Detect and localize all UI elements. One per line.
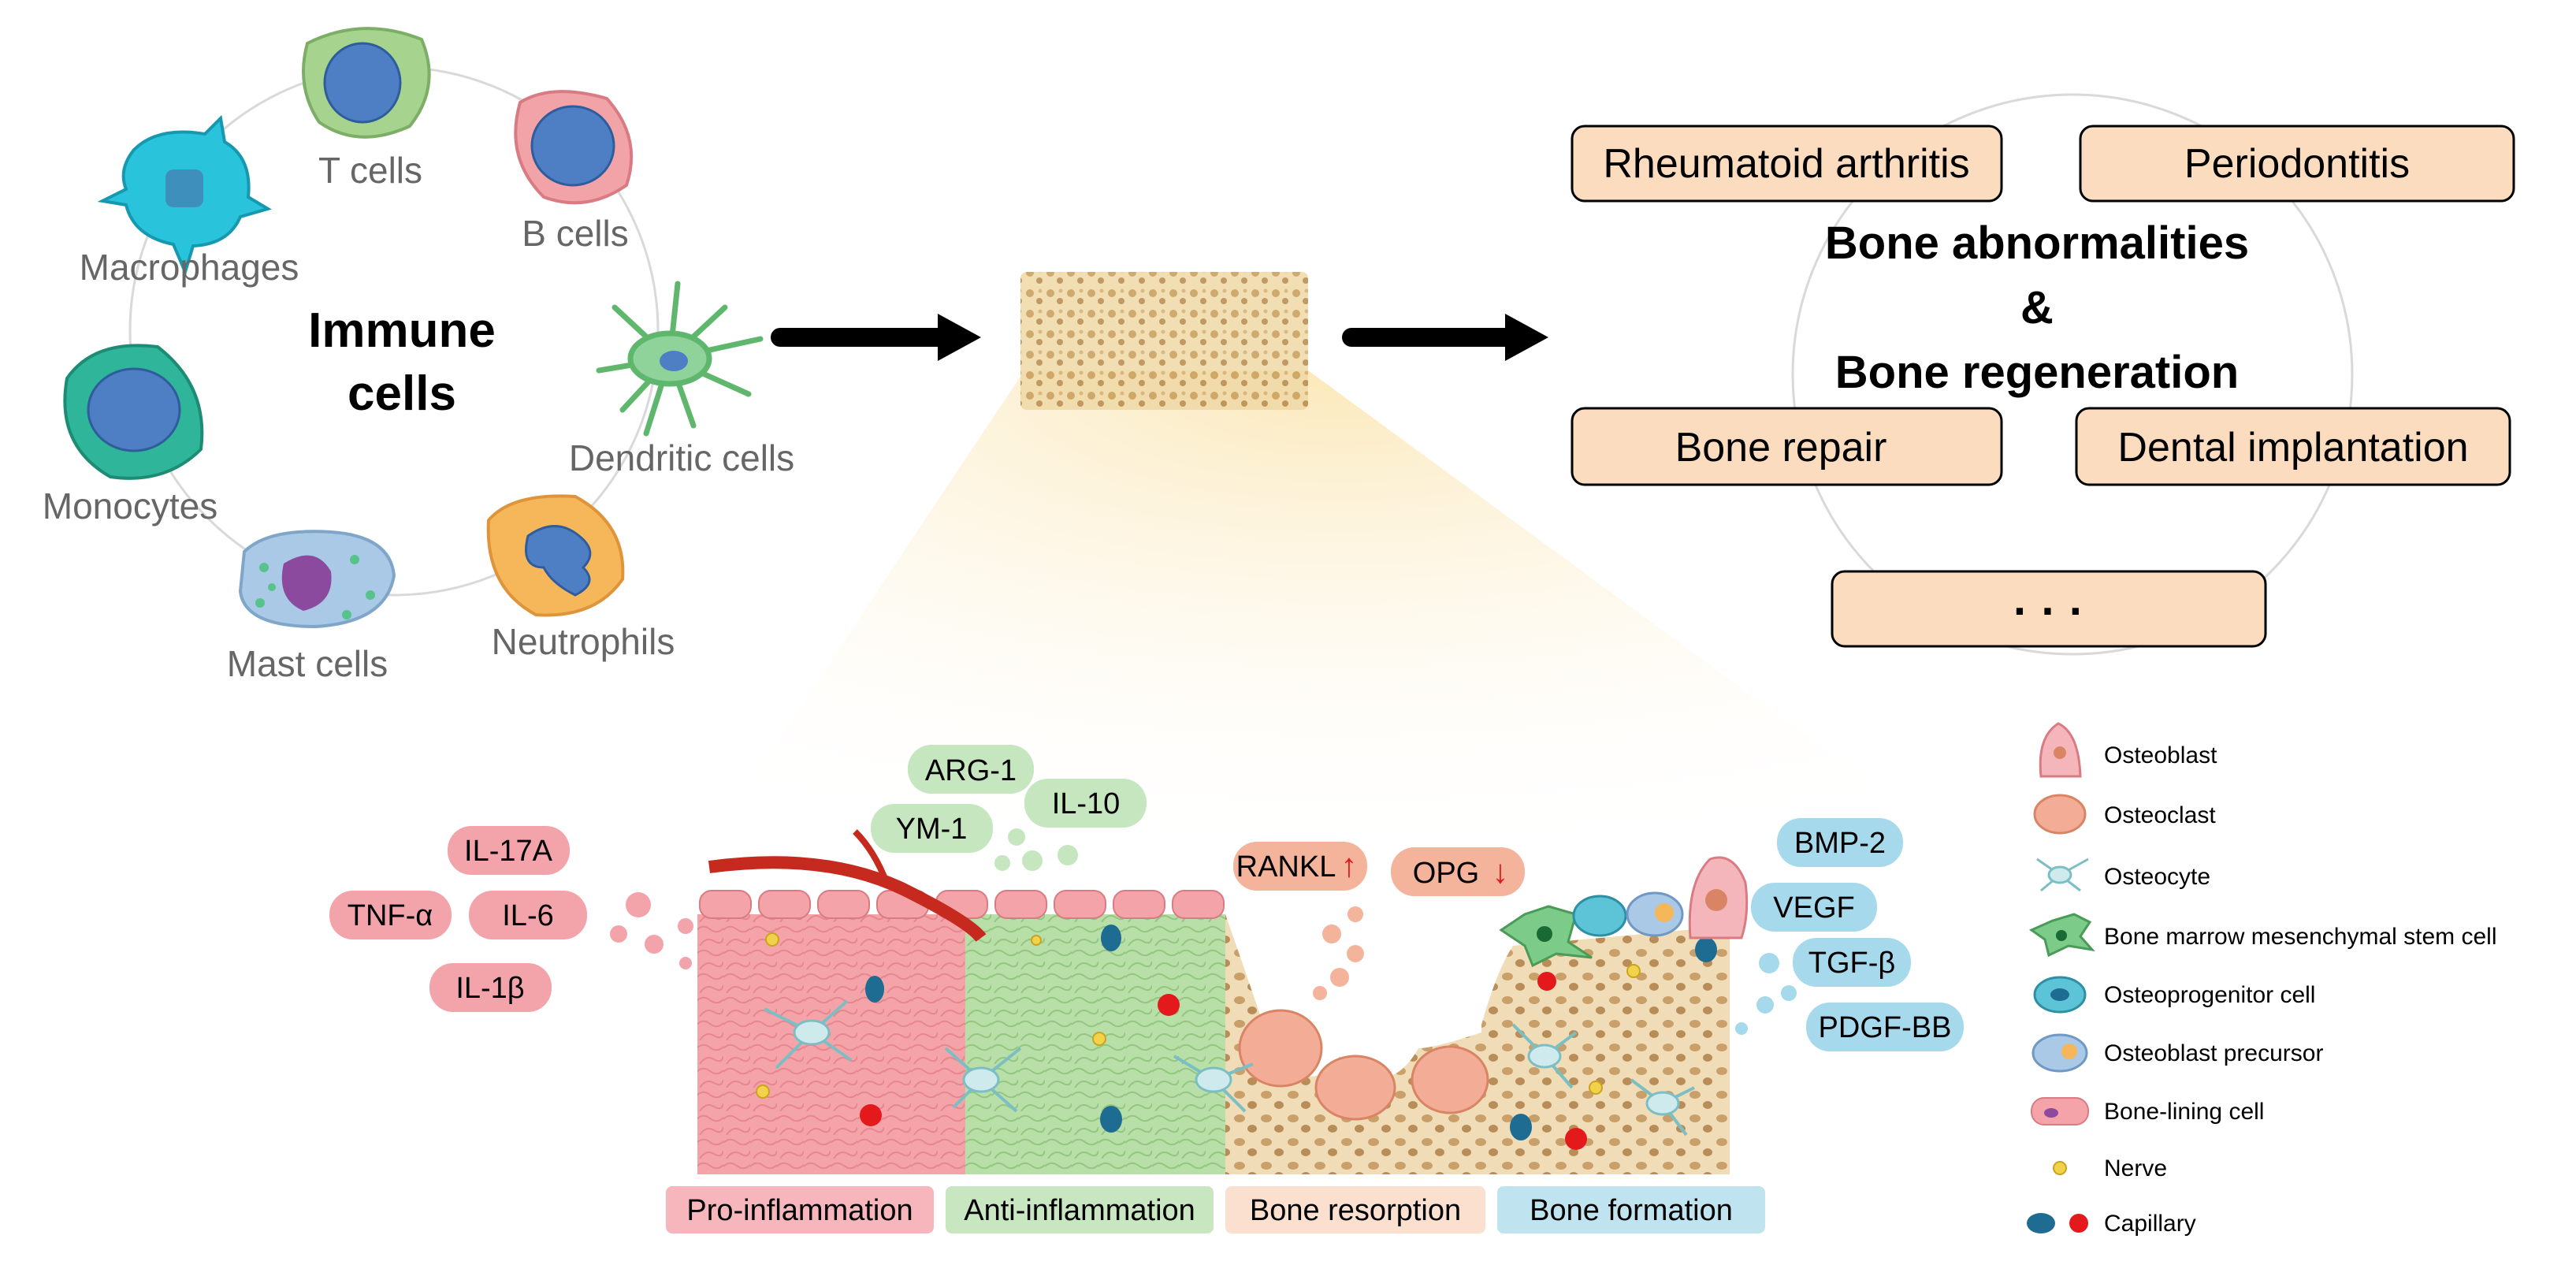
nerve-dots <box>756 932 1641 1099</box>
bone-tissue-section: Pro-inflammation Anti-inflammation Bone … <box>666 829 1765 1233</box>
legend-osteocyte-icon <box>2036 858 2089 892</box>
outcomes-panel: Bone abnormalities & Bone regeneration R… <box>1571 93 2515 656</box>
legend-osteoblast-label: Osteoblast <box>2104 742 2217 768</box>
dendritic-cell-icon <box>596 281 764 437</box>
cytokine-vegf: VEGF <box>1773 891 1854 925</box>
pro-inflammation-zone <box>697 914 965 1174</box>
rankl-up-arrow: ↑ <box>1341 846 1358 884</box>
legend-osteocyte-label: Osteocyte <box>2104 864 2210 890</box>
t-cell-icon <box>302 27 431 139</box>
bone-scaffold-icon <box>1020 272 1308 410</box>
scaffold-glow <box>693 370 1986 867</box>
zone-label-pro: Pro-inflammation <box>686 1194 913 1227</box>
zone-label-anti: Anti-inflammation <box>964 1194 1195 1227</box>
blood-vessel-branch-icon <box>853 829 890 884</box>
legend-capillary-label: Capillary <box>2104 1211 2196 1237</box>
mast-cell-icon <box>238 530 396 629</box>
osteoclast-cells <box>1238 1009 1489 1121</box>
zone-label-formation: Bone formation <box>1530 1194 1733 1227</box>
legend-nerve-icon <box>2053 1161 2067 1175</box>
zone-label-box-formation <box>1497 1186 1765 1233</box>
cytokine-tnfa: TNF-α <box>348 899 433 932</box>
legend-bone-lining-label: Bone-lining cell <box>2104 1099 2264 1125</box>
pro-cytokines: IL-17A TNF-α IL-6 IL-1β <box>329 826 693 1012</box>
cytokine-rankl: RANKL <box>1236 850 1336 884</box>
legend-capillary-icon <box>2027 1213 2088 1233</box>
monocyte-icon <box>63 344 204 480</box>
osteoblast-precursor-cell-icon <box>1626 891 1684 937</box>
outcome-rheumatoid-label: Rheumatoid arthritis <box>1603 141 1969 187</box>
outcome-box-bone-repair <box>1571 407 2003 486</box>
outcome-box-dental <box>2075 407 2511 486</box>
anti-cytokines: ARG-1 IL-10 YM-1 <box>871 745 1147 871</box>
b-cells-label: B cells <box>522 213 628 254</box>
outcome-periodontitis-label: Periodontitis <box>2184 141 2410 187</box>
immune-title-line1: Immune <box>308 303 496 358</box>
outcome-box-more <box>1831 570 2267 648</box>
t-cells-label: T cells <box>318 150 422 191</box>
zone-label-resorption: Bone resorption <box>1250 1194 1461 1227</box>
outcome-box-periodontitis <box>2079 125 2515 203</box>
outcomes-title-line1: Bone abnormalities <box>1825 218 2249 269</box>
bone-lining-cells <box>699 890 1225 919</box>
zone-label-box-resorption <box>1225 1186 1485 1233</box>
cytokine-opg: OPG <box>1413 857 1479 890</box>
bone-resorption-zone <box>1225 914 1481 1174</box>
immune-title-line2: cells <box>348 366 456 421</box>
outcome-dental-label: Dental implantation <box>2117 425 2468 471</box>
legend-osteoblast-precursor-label: Osteoblast precursor <box>2104 1040 2323 1066</box>
outcomes-title-line2: & <box>2020 282 2054 333</box>
cytokine-arg1: ARG-1 <box>925 754 1017 787</box>
outcomes-title-line3: Bone regeneration <box>1835 347 2239 398</box>
cytokine-ym1: YM-1 <box>896 813 968 846</box>
legend-nerve-label: Nerve <box>2104 1155 2167 1181</box>
legend: Osteoblast Osteoclast Osteocyte Bone mar… <box>2027 722 2497 1237</box>
outcome-box-rheumatoid <box>1571 125 2003 203</box>
legend-osteoblast-precursor-icon <box>2031 1033 2088 1073</box>
arrow-to-scaffold-icon <box>771 314 981 361</box>
cytokine-il10: IL-10 <box>1052 787 1121 820</box>
zone-label-box-pro <box>666 1186 934 1233</box>
opg-down-arrow: ↓ <box>1492 853 1509 890</box>
legend-bone-lining-icon <box>2031 1097 2089 1125</box>
osteoprogenitor-cell-icon <box>1572 895 1627 937</box>
b-cell-icon <box>514 90 634 205</box>
capillary-dots <box>860 925 1717 1150</box>
mast-cells-label: Mast cells <box>227 643 388 684</box>
outcome-bone-repair-label: Bone repair <box>1675 425 1887 471</box>
monocytes-label: Monocytes <box>43 486 217 526</box>
legend-osteoprogenitor-label: Osteoprogenitor cell <box>2104 982 2315 1008</box>
cytokine-pdgfbb: PDGF-BB <box>1819 1011 1952 1044</box>
bmsc-cell-icon <box>1499 905 1593 968</box>
legend-osteoclast-label: Osteoclast <box>2104 802 2216 828</box>
cytokine-bmp2: BMP-2 <box>1794 827 1886 860</box>
legend-bmsc-label: Bone marrow mesenchymal stem cell <box>2104 924 2497 950</box>
formation-cytokines: BMP-2 VEGF TGF-β PDGF-BB <box>1735 818 1964 1051</box>
immune-cells-ring: Immune cells T cells B cells Dendritic c… <box>43 27 794 684</box>
dendritic-cells-label: Dendritic cells <box>569 437 794 478</box>
cytokine-il6: IL-6 <box>502 899 553 932</box>
osteocyte-bodies <box>793 1019 1680 1116</box>
arrow-to-outcomes-icon <box>1342 314 1548 361</box>
zone-label-box-anti <box>946 1186 1214 1233</box>
neutrophils-label: Neutrophils <box>492 621 675 662</box>
cytokine-il1b: IL-1β <box>455 972 524 1005</box>
cytokine-il17a: IL-17A <box>464 835 553 868</box>
cytokine-tgfb: TGF-β <box>1808 947 1896 980</box>
outcome-more-label: · · · <box>2013 586 2084 637</box>
legend-bmsc-icon <box>2028 913 2095 958</box>
neutrophil-icon <box>486 494 625 617</box>
resorption-cytokines: RANKL ↑ OPG ↓ <box>1233 842 1525 1000</box>
macrophage-icon <box>97 114 272 277</box>
macrophages-label: Macrophages <box>80 247 299 288</box>
legend-osteoclast-icon <box>2033 794 2087 835</box>
